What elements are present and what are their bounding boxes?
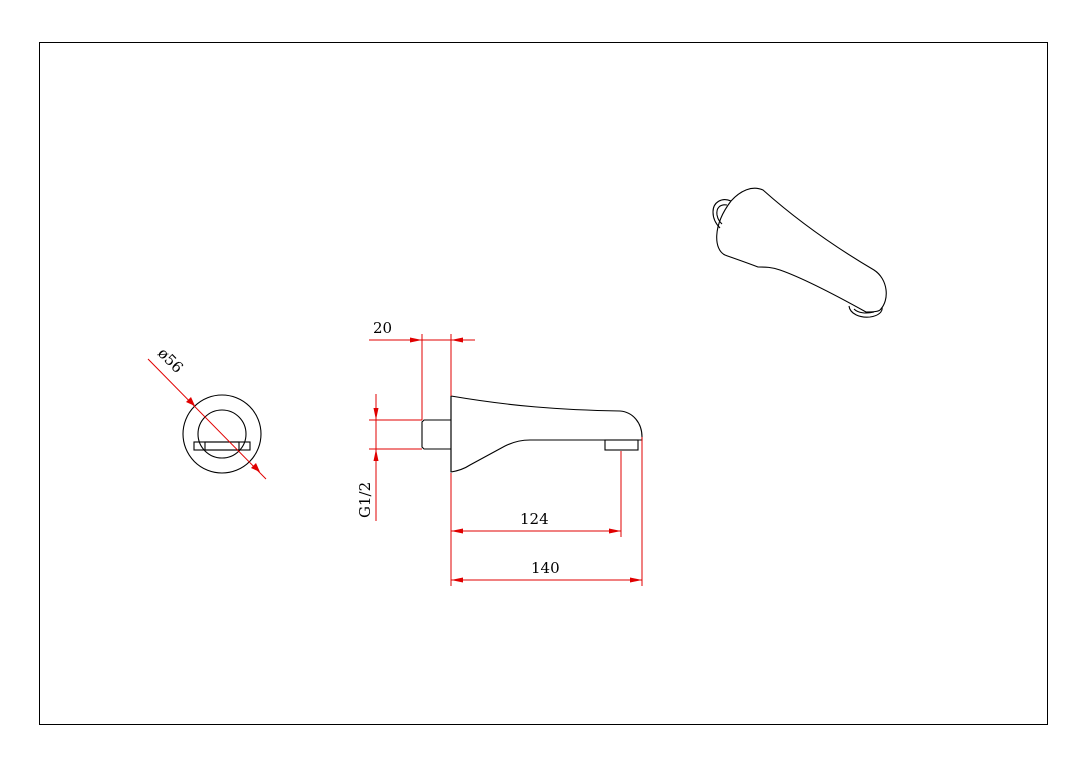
arrow-140-left <box>451 577 463 583</box>
arrow-140-right <box>630 577 642 583</box>
diameter-dimension-line <box>147 358 267 480</box>
side-view: 20 G1/2 124 140 <box>356 319 643 586</box>
diameter-label: ø56 <box>154 344 187 377</box>
threaded-inlet <box>421 419 451 450</box>
aerator <box>604 439 639 451</box>
arrow-124-left <box>451 528 463 534</box>
dim-label-124: 124 <box>520 510 549 528</box>
spout-perspective-body <box>716 187 887 313</box>
diameter-arrow-top <box>186 397 195 406</box>
front-view: ø56 <box>147 344 267 480</box>
spout-body <box>450 395 643 473</box>
arrow-thread-top <box>373 408 379 420</box>
spout-perspective-aerator-inner <box>853 308 875 314</box>
arrow-20-left <box>410 337 422 343</box>
arrow-20-right <box>451 337 463 343</box>
diameter-arrow-bottom <box>251 463 260 472</box>
spout-perspective-aerator <box>848 305 883 318</box>
outlet-slot-inner <box>204 441 240 451</box>
dim-label-140: 140 <box>531 559 560 577</box>
flange-outer-circle <box>182 394 262 474</box>
spout-perspective-flange-inner <box>716 204 728 225</box>
dim-label-thread: G1/2 <box>356 482 374 518</box>
sheet-border <box>39 42 1048 725</box>
flange-inner-circle <box>197 409 247 459</box>
arrow-thread-bottom <box>373 449 379 461</box>
arrow-124-right <box>609 528 621 534</box>
spout-perspective-flange <box>712 199 732 229</box>
dim-label-20: 20 <box>373 319 392 337</box>
outlet-slot <box>193 441 251 451</box>
perspective-view <box>712 187 887 318</box>
